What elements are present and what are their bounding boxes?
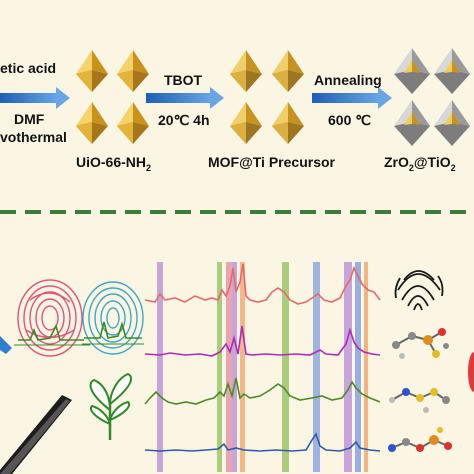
fingerprint-pink-spectrum bbox=[14, 323, 90, 346]
blue-arrow-left bbox=[0, 336, 12, 354]
spectrum-blue bbox=[144, 432, 381, 452]
zro2-tio2-crystals bbox=[394, 48, 470, 146]
arrow-step-1 bbox=[0, 87, 70, 109]
band-5 bbox=[240, 262, 245, 472]
spectra-panel bbox=[144, 262, 381, 472]
step1-solvent-label: DMF bbox=[14, 111, 45, 127]
band-10 bbox=[364, 262, 368, 472]
product3-label: ZrO2@TiO2 bbox=[384, 154, 456, 173]
band-8 bbox=[344, 262, 352, 472]
plant-sprout-icon bbox=[89, 372, 133, 440]
fingerprint-icon bbox=[394, 270, 444, 311]
step1-reagent-label: etic acid bbox=[0, 60, 57, 76]
molecule-icon bbox=[388, 328, 452, 452]
fingerprint-blue-spectrum bbox=[82, 321, 144, 345]
glass-slide bbox=[0, 395, 72, 474]
band-2 bbox=[217, 262, 222, 472]
spectrum-red bbox=[144, 263, 381, 305]
band-9 bbox=[355, 262, 361, 472]
uio-66-crystals bbox=[76, 50, 149, 144]
spectrum-green bbox=[144, 377, 381, 405]
step2-reagent-label: TBOT bbox=[164, 72, 203, 88]
arrow-step-3 bbox=[312, 87, 392, 109]
band-3 bbox=[226, 262, 232, 472]
mof-ti-precursor-crystals bbox=[230, 50, 304, 144]
step2-condition-label: 20℃ 4h bbox=[158, 112, 210, 128]
product2-label: MOF@Ti Precursor bbox=[208, 154, 335, 170]
band-4 bbox=[232, 262, 237, 472]
band-7 bbox=[313, 262, 320, 472]
synthesis-band bbox=[0, 0, 474, 190]
step3-temperature-label: 600 ℃ bbox=[328, 112, 371, 128]
red-droplet-icon bbox=[468, 352, 474, 392]
product1-label: UiO-66-NH2 bbox=[76, 154, 152, 173]
fingerprint-blue-icon bbox=[82, 281, 144, 355]
step3-process-label: Annealing bbox=[314, 72, 382, 88]
band-1 bbox=[157, 262, 163, 472]
band-6 bbox=[282, 262, 289, 472]
step1-method-label: vothermal bbox=[0, 129, 67, 145]
arrow-step-2 bbox=[146, 87, 224, 109]
spectrum-magenta bbox=[144, 325, 381, 357]
